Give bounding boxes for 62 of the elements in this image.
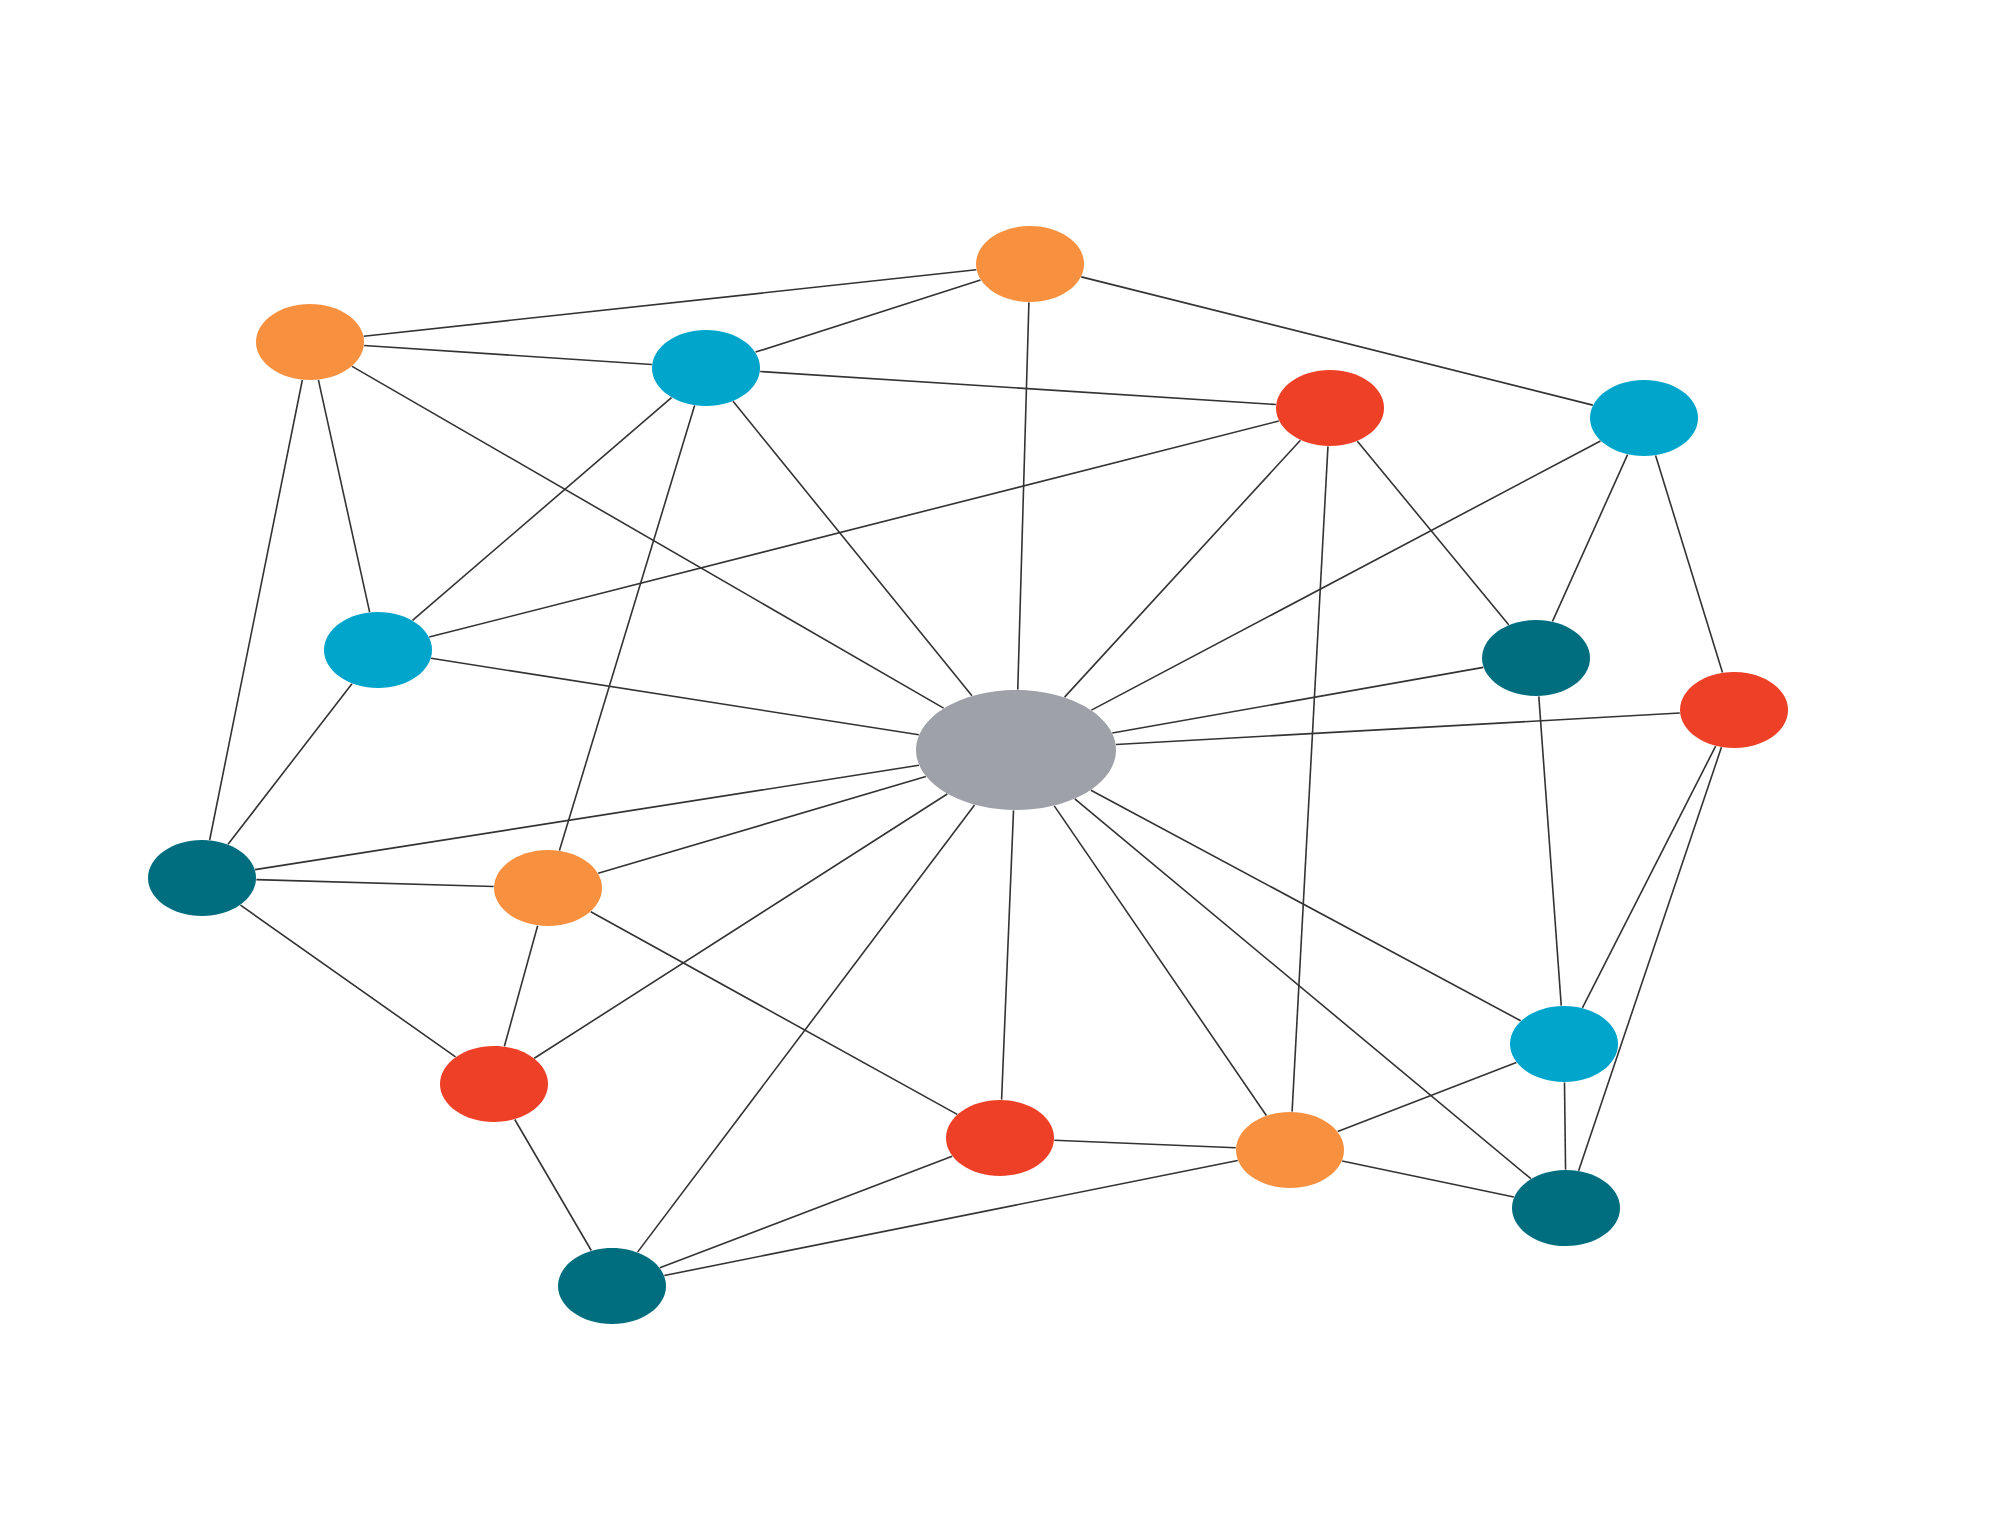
network-node bbox=[558, 1248, 666, 1324]
connector-line bbox=[351, 365, 945, 709]
connector-line bbox=[227, 682, 353, 846]
network-node bbox=[1236, 1112, 1345, 1188]
connector-line bbox=[255, 878, 495, 888]
network-node bbox=[976, 226, 1084, 302]
connector-line bbox=[1115, 712, 1681, 746]
connector-line bbox=[1063, 439, 1302, 698]
network-node bbox=[1512, 1170, 1621, 1246]
connector-line bbox=[1336, 1061, 1518, 1133]
network-node bbox=[946, 1100, 1054, 1176]
connector-line bbox=[1356, 440, 1510, 626]
connector-line bbox=[1074, 798, 1532, 1180]
connector-line bbox=[558, 404, 696, 852]
connector-line bbox=[1000, 809, 1015, 1101]
network-node bbox=[1680, 672, 1789, 748]
connector-line bbox=[1090, 789, 1522, 1022]
connector-line bbox=[1053, 1139, 1237, 1149]
connector-line bbox=[1111, 666, 1485, 734]
network-node bbox=[1590, 380, 1699, 456]
connector-line bbox=[663, 1159, 1239, 1277]
network-node bbox=[494, 850, 602, 926]
connector-line bbox=[1291, 445, 1329, 1113]
connector-line bbox=[732, 400, 973, 697]
network-node bbox=[148, 840, 256, 916]
connector-line bbox=[430, 657, 920, 736]
connector-line bbox=[1551, 453, 1629, 623]
network-node bbox=[1482, 620, 1590, 696]
connector-line bbox=[208, 379, 304, 841]
network-node bbox=[652, 330, 760, 406]
connector-line bbox=[754, 279, 982, 353]
connector-line bbox=[659, 1155, 953, 1269]
connector-line bbox=[597, 775, 927, 874]
network-node bbox=[324, 612, 432, 688]
connector-line bbox=[428, 420, 1280, 638]
connector-line bbox=[1577, 746, 1723, 1172]
connector-line bbox=[1080, 276, 1594, 406]
connector-line bbox=[1053, 805, 1268, 1117]
connector-line bbox=[1016, 301, 1030, 691]
network-node bbox=[1510, 1006, 1619, 1082]
connector-line bbox=[411, 396, 673, 622]
connector-line bbox=[1090, 440, 1602, 711]
network-node bbox=[916, 690, 1116, 810]
connector-line bbox=[362, 269, 978, 337]
network-node bbox=[1276, 370, 1384, 446]
connector-line bbox=[254, 764, 920, 871]
connector-line bbox=[363, 344, 653, 366]
connector-line bbox=[317, 379, 371, 613]
connector-line bbox=[1581, 745, 1717, 1009]
network-node bbox=[256, 304, 364, 380]
connector-line bbox=[1654, 454, 1724, 674]
connector-line bbox=[636, 804, 976, 1253]
connector-line bbox=[533, 793, 949, 1060]
connector-line bbox=[513, 1118, 593, 1252]
connector-line bbox=[1538, 695, 1563, 1007]
connector-line bbox=[503, 924, 539, 1048]
network-node bbox=[440, 1046, 548, 1122]
connector-line bbox=[590, 910, 958, 1116]
connector-line bbox=[1341, 1160, 1515, 1198]
connector-line bbox=[1563, 1081, 1567, 1171]
connector-line bbox=[239, 904, 457, 1058]
connector-line bbox=[759, 370, 1277, 406]
